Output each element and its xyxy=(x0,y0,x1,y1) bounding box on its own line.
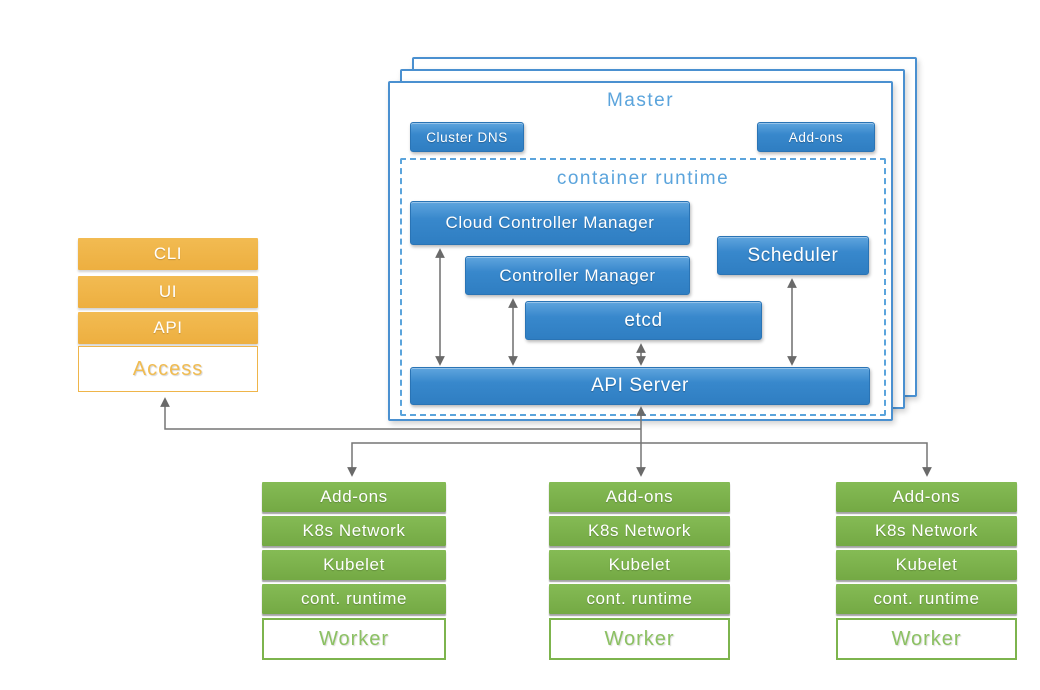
worker1-addons-box: Add-ons xyxy=(262,482,446,512)
worker3-k8s-network-box: K8s Network xyxy=(836,516,1017,546)
api-server-box: API Server xyxy=(410,367,870,405)
worker3-cont-runtime-box: cont. runtime xyxy=(836,584,1017,614)
cluster-dns-box: Cluster DNS xyxy=(410,122,524,152)
container-runtime-title: container runtime xyxy=(556,168,730,189)
api-box: API xyxy=(78,312,258,344)
container-runtime-box: container runtime Cloud Controller Manag… xyxy=(400,158,886,416)
worker1-cont-runtime-box: cont. runtime xyxy=(262,584,446,614)
worker2-kubelet-box: Kubelet xyxy=(549,550,730,580)
arrow-apiserver-worker3 xyxy=(641,442,932,477)
worker2-label: Worker xyxy=(549,618,730,660)
etcd-box: etcd xyxy=(525,301,762,340)
ui-box: UI xyxy=(78,276,258,308)
arrow-apiserver-worker1 xyxy=(347,442,641,477)
worker2-k8s-network-box: K8s Network xyxy=(549,516,730,546)
worker3-label: Worker xyxy=(836,618,1017,660)
cli-box: CLI xyxy=(78,238,258,270)
worker1-label: Worker xyxy=(262,618,446,660)
addons-master-box: Add-ons xyxy=(757,122,875,152)
master-title: Master xyxy=(606,90,675,111)
worker1-k8s-network-box: K8s Network xyxy=(262,516,446,546)
controller-manager-box: Controller Manager xyxy=(465,256,690,295)
scheduler-box: Scheduler xyxy=(717,236,869,275)
access-label: Access xyxy=(78,346,258,392)
worker3-kubelet-box: Kubelet xyxy=(836,550,1017,580)
access-stack: CLI UI API Access xyxy=(78,238,258,398)
worker2-cont-runtime-box: cont. runtime xyxy=(549,584,730,614)
worker3-addons-box: Add-ons xyxy=(836,482,1017,512)
worker1-kubelet-box: Kubelet xyxy=(262,550,446,580)
master-box: Master Cluster DNS Add-ons container run… xyxy=(388,81,893,421)
cloud-controller-manager-box: Cloud Controller Manager xyxy=(410,201,690,245)
worker2-addons-box: Add-ons xyxy=(549,482,730,512)
